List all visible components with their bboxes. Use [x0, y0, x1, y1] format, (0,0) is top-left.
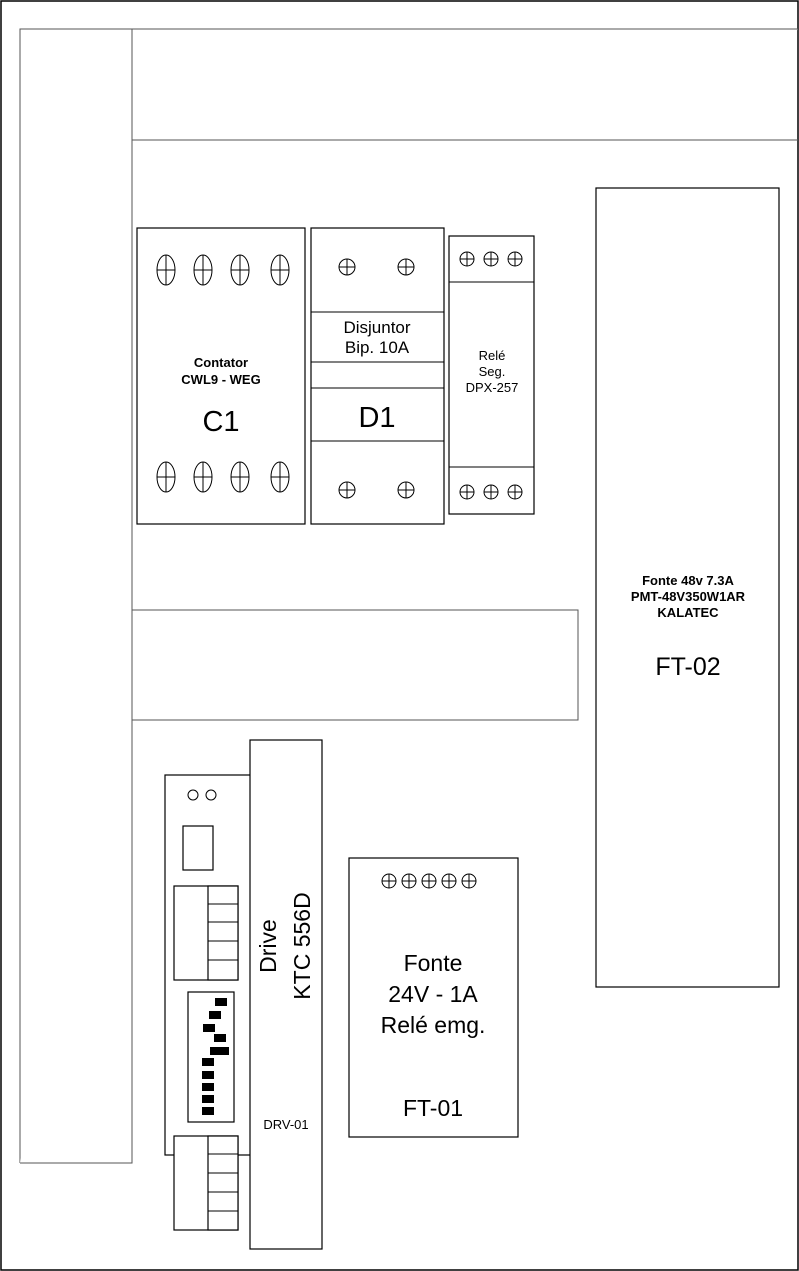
- fonte48-tag: FT-02: [655, 653, 720, 681]
- contator-c1: Contator CWL9 - WEG C1: [136, 227, 306, 525]
- rele-model: DPX-257: [466, 380, 519, 395]
- contator-tag: C1: [202, 406, 239, 438]
- fonte48-label: Fonte 48v 7.3A: [642, 573, 734, 588]
- fonte24-label: Fonte: [404, 950, 463, 976]
- drive-drv01: Drive KTC 556D DRV-01: [164, 739, 323, 1250]
- disjuntor-rating: Bip. 10A: [345, 338, 410, 357]
- fonte24-rating: 24V - 1A: [388, 981, 478, 1007]
- fonte48-brand: KALATEC: [657, 605, 719, 620]
- drive-tag: DRV-01: [263, 1117, 308, 1132]
- contator-model: CWL9 - WEG: [181, 372, 260, 387]
- rele-seguranca: Relé Seg. DPX-257: [448, 235, 535, 515]
- rele-type: Seg.: [479, 364, 506, 379]
- contator-label: Contator: [194, 355, 248, 370]
- fonte48-model: PMT-48V350W1AR: [631, 589, 746, 604]
- disjuntor-d1: Disjuntor Bip. 10A D1: [310, 227, 445, 525]
- disjuntor-tag: D1: [358, 402, 395, 434]
- wire-duct: [131, 609, 579, 721]
- fonte24-usage: Relé emg.: [381, 1012, 486, 1038]
- drive-label: Drive: [255, 919, 281, 973]
- disjuntor-label: Disjuntor: [343, 318, 410, 337]
- rele-label: Relé: [479, 348, 506, 363]
- drive-model: KTC 556D: [289, 892, 315, 999]
- fonte24-tag: FT-01: [403, 1095, 463, 1121]
- fonte-48v-ft02: Fonte 48v 7.3A PMT-48V350W1AR KALATEC FT…: [595, 187, 780, 988]
- fonte-24v-ft01: Fonte 24V - 1A Relé emg. FT-01: [348, 857, 519, 1138]
